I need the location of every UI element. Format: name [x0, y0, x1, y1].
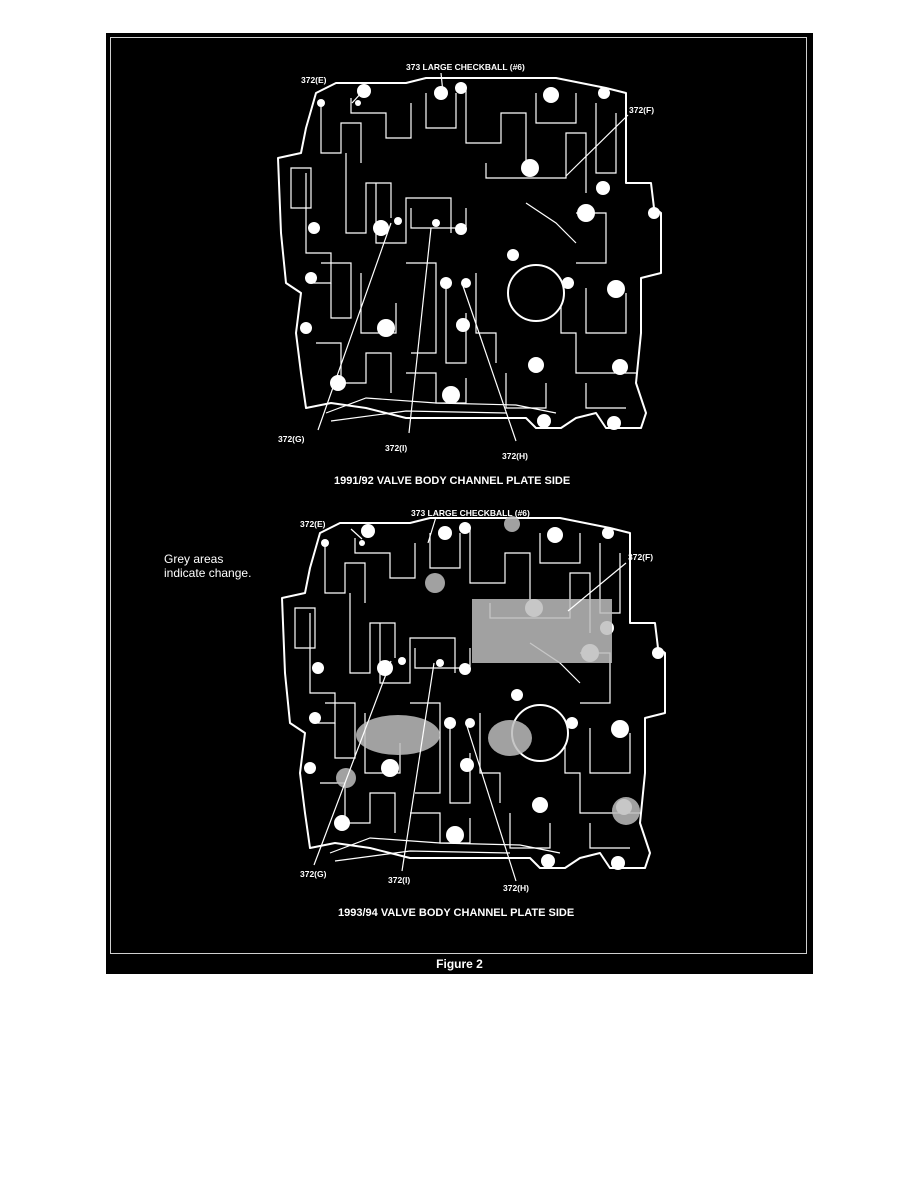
- top-leader-lines: [317, 72, 629, 442]
- top-diagram-title: 1991/92 VALVE BODY CHANNEL PLATE SIDE: [334, 475, 570, 487]
- bottom-label-g: 372(G): [300, 869, 327, 879]
- grey-change-area: [504, 516, 520, 532]
- figure-caption: Figure 2: [436, 957, 483, 971]
- valve-body-diagrams: 373 LARGE CHECKBALL (#6) 372(E) 372(F) 3…: [164, 62, 666, 919]
- top-label-i: 372(I): [385, 443, 407, 453]
- top-label-g: 372(G): [278, 434, 305, 444]
- top-label-h: 372(H): [502, 451, 528, 461]
- top-valve-body-plate: [277, 77, 662, 431]
- grey-change-area: [612, 797, 640, 825]
- grey-change-area: [336, 768, 356, 788]
- bottom-leader-lines: [313, 516, 627, 882]
- top-label-e: 372(E): [301, 75, 327, 85]
- bottom-valve-body-plate: [281, 516, 666, 871]
- grey-change-area: [356, 715, 440, 755]
- top-checkball-label: 373 LARGE CHECKBALL (#6): [406, 62, 525, 72]
- bottom-label-e: 372(E): [300, 519, 326, 529]
- grey-change-area: [488, 720, 532, 756]
- figure-frame: [110, 37, 807, 954]
- bottom-diagram-title: 1993/94 VALVE BODY CHANNEL PLATE SIDE: [338, 907, 574, 919]
- grey-areas-note-line1: Grey areas: [164, 552, 223, 566]
- bottom-label-i: 372(I): [388, 875, 410, 885]
- figure-panel: 373 LARGE CHECKBALL (#6) 372(E) 372(F) 3…: [106, 33, 813, 974]
- grey-change-area: [425, 573, 445, 593]
- bottom-checkball-label: 373 LARGE CHECKBALL (#6): [411, 508, 530, 518]
- top-label-f: 372(F): [629, 105, 654, 115]
- bottom-label-h: 372(H): [503, 883, 529, 893]
- grey-areas-note-line2: indicate change.: [164, 566, 251, 580]
- grey-change-area: [472, 599, 612, 663]
- bottom-label-f: 372(F): [628, 552, 653, 562]
